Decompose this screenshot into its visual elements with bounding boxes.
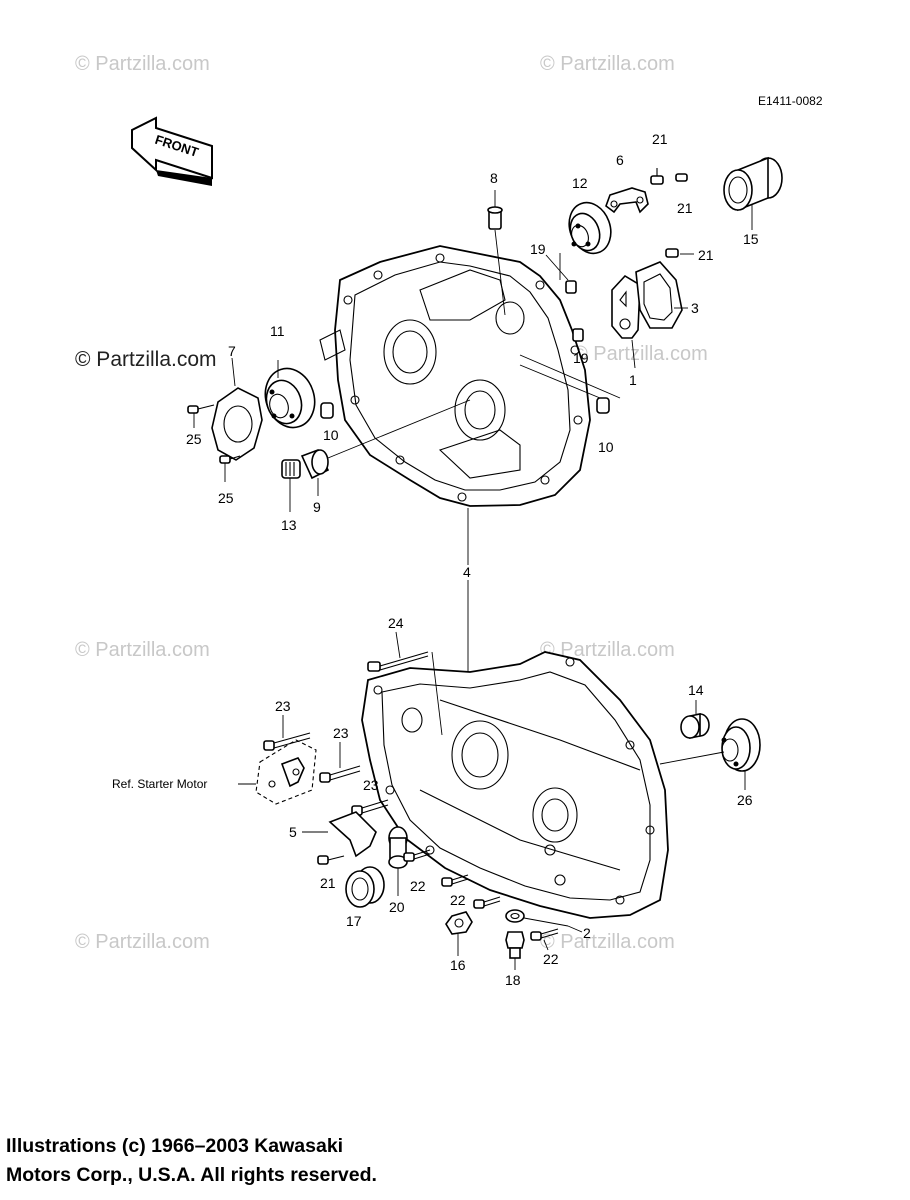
part-2-washer [505,909,583,933]
part-3-cover [635,261,688,329]
callout-19-bottom: 19 [573,350,589,366]
callout-25-top: 25 [186,431,202,447]
callout-25-bottom: 25 [218,490,234,506]
callout-12: 12 [572,175,588,191]
part-16-nut [445,911,473,956]
part-6-clamp [605,187,649,214]
watermarks: © Partzilla.com © Partzilla.com © Partzi… [75,53,708,953]
part-9-bushing [300,399,471,496]
part-26-bearing [659,718,761,790]
callout-22-c: 22 [543,951,559,967]
callout-1: 1 [629,372,637,388]
callout-2: 2 [583,925,591,941]
watermark-bottom-right: © Partzilla.com [540,931,675,953]
watermark-lower-left: © Partzilla.com [75,639,210,661]
watermark-top-right: © Partzilla.com [540,53,675,75]
callout-10-left: 10 [323,427,339,443]
part-22-bolts [403,849,559,951]
part-21-bolts-upper [650,168,694,258]
diagram-code: E1411-0082 [758,94,823,108]
callout-23-c: 23 [363,777,379,793]
callout-5: 5 [289,824,297,840]
part-7-retainer-plate [211,357,263,461]
part-17-oil-seal [345,866,385,908]
callout-4: 4 [463,564,471,580]
watermark-top-left: © Partzilla.com [75,53,210,75]
callout-21-top: 21 [652,131,668,147]
part-10-dowels [320,354,621,419]
part-5-bracket [302,811,377,858]
callout-17: 17 [346,913,362,929]
part-11-bearing [264,360,316,429]
part-8-dowel [487,190,506,316]
callout-16: 16 [450,957,466,973]
copyright-line-2: Motors Corp., U.S.A. All rights reserved… [6,1164,377,1186]
callout-11: 11 [270,323,285,339]
part-21-bolt-lower [317,855,345,865]
part-14-bushing [680,700,710,739]
watermark-dark: © Partzilla.com [75,348,217,371]
front-arrow-icon: FRONT [131,116,213,186]
part-18-drain-plug [505,931,525,970]
lower-crankcase [361,651,669,919]
callout-3: 3 [691,300,699,316]
callout-7: 7 [228,343,236,359]
callout-6: 6 [616,152,624,168]
starter-motor-ref-label: Ref. Starter Motor [112,777,207,791]
callout-21-lower: 21 [320,875,336,891]
part-19-dowels [545,253,584,342]
part-20-plug [388,826,408,896]
callout-22-b: 22 [450,892,466,908]
callout-21-right: 21 [698,247,714,263]
watermark-bottom-left: © Partzilla.com [75,931,210,953]
callout-21-mid: 21 [677,200,693,216]
part-1-gasket [611,274,641,369]
callout-15: 15 [743,231,759,247]
callout-labels: 1 2 3 4 5 6 7 8 9 10 10 11 12 13 14 15 1… [186,131,759,988]
callout-23-b: 23 [333,725,349,741]
copyright-notice: Illustrations (c) 1966–2003 Kawasaki Mot… [6,1132,377,1190]
callout-18: 18 [505,972,521,988]
callout-13: 13 [281,517,297,533]
part-13-needle-bearing [281,459,301,512]
callout-22-a: 22 [410,878,426,894]
part-25-screws [187,404,241,482]
part-24-long-bolt [367,631,443,736]
callout-19-top: 19 [530,241,546,257]
callout-23-a: 23 [275,698,291,714]
upper-crankcase [319,245,591,507]
callout-26: 26 [737,792,753,808]
callout-10-right: 10 [598,439,614,455]
callout-9: 9 [313,499,321,515]
callout-24: 24 [388,615,404,631]
copyright-line-1: Illustrations (c) 1966–2003 Kawasaki [6,1135,344,1157]
watermark-lower-right: © Partzilla.com [540,639,675,661]
part-12-bearing [568,201,612,255]
callout-14: 14 [688,682,704,698]
part-15-needle-bearing [723,156,783,230]
watermark-mid-right: © Partzilla.com [573,343,708,365]
callout-20: 20 [389,899,405,915]
starter-motor-reference: Ref. Starter Motor [112,739,317,805]
callout-8: 8 [490,170,498,186]
